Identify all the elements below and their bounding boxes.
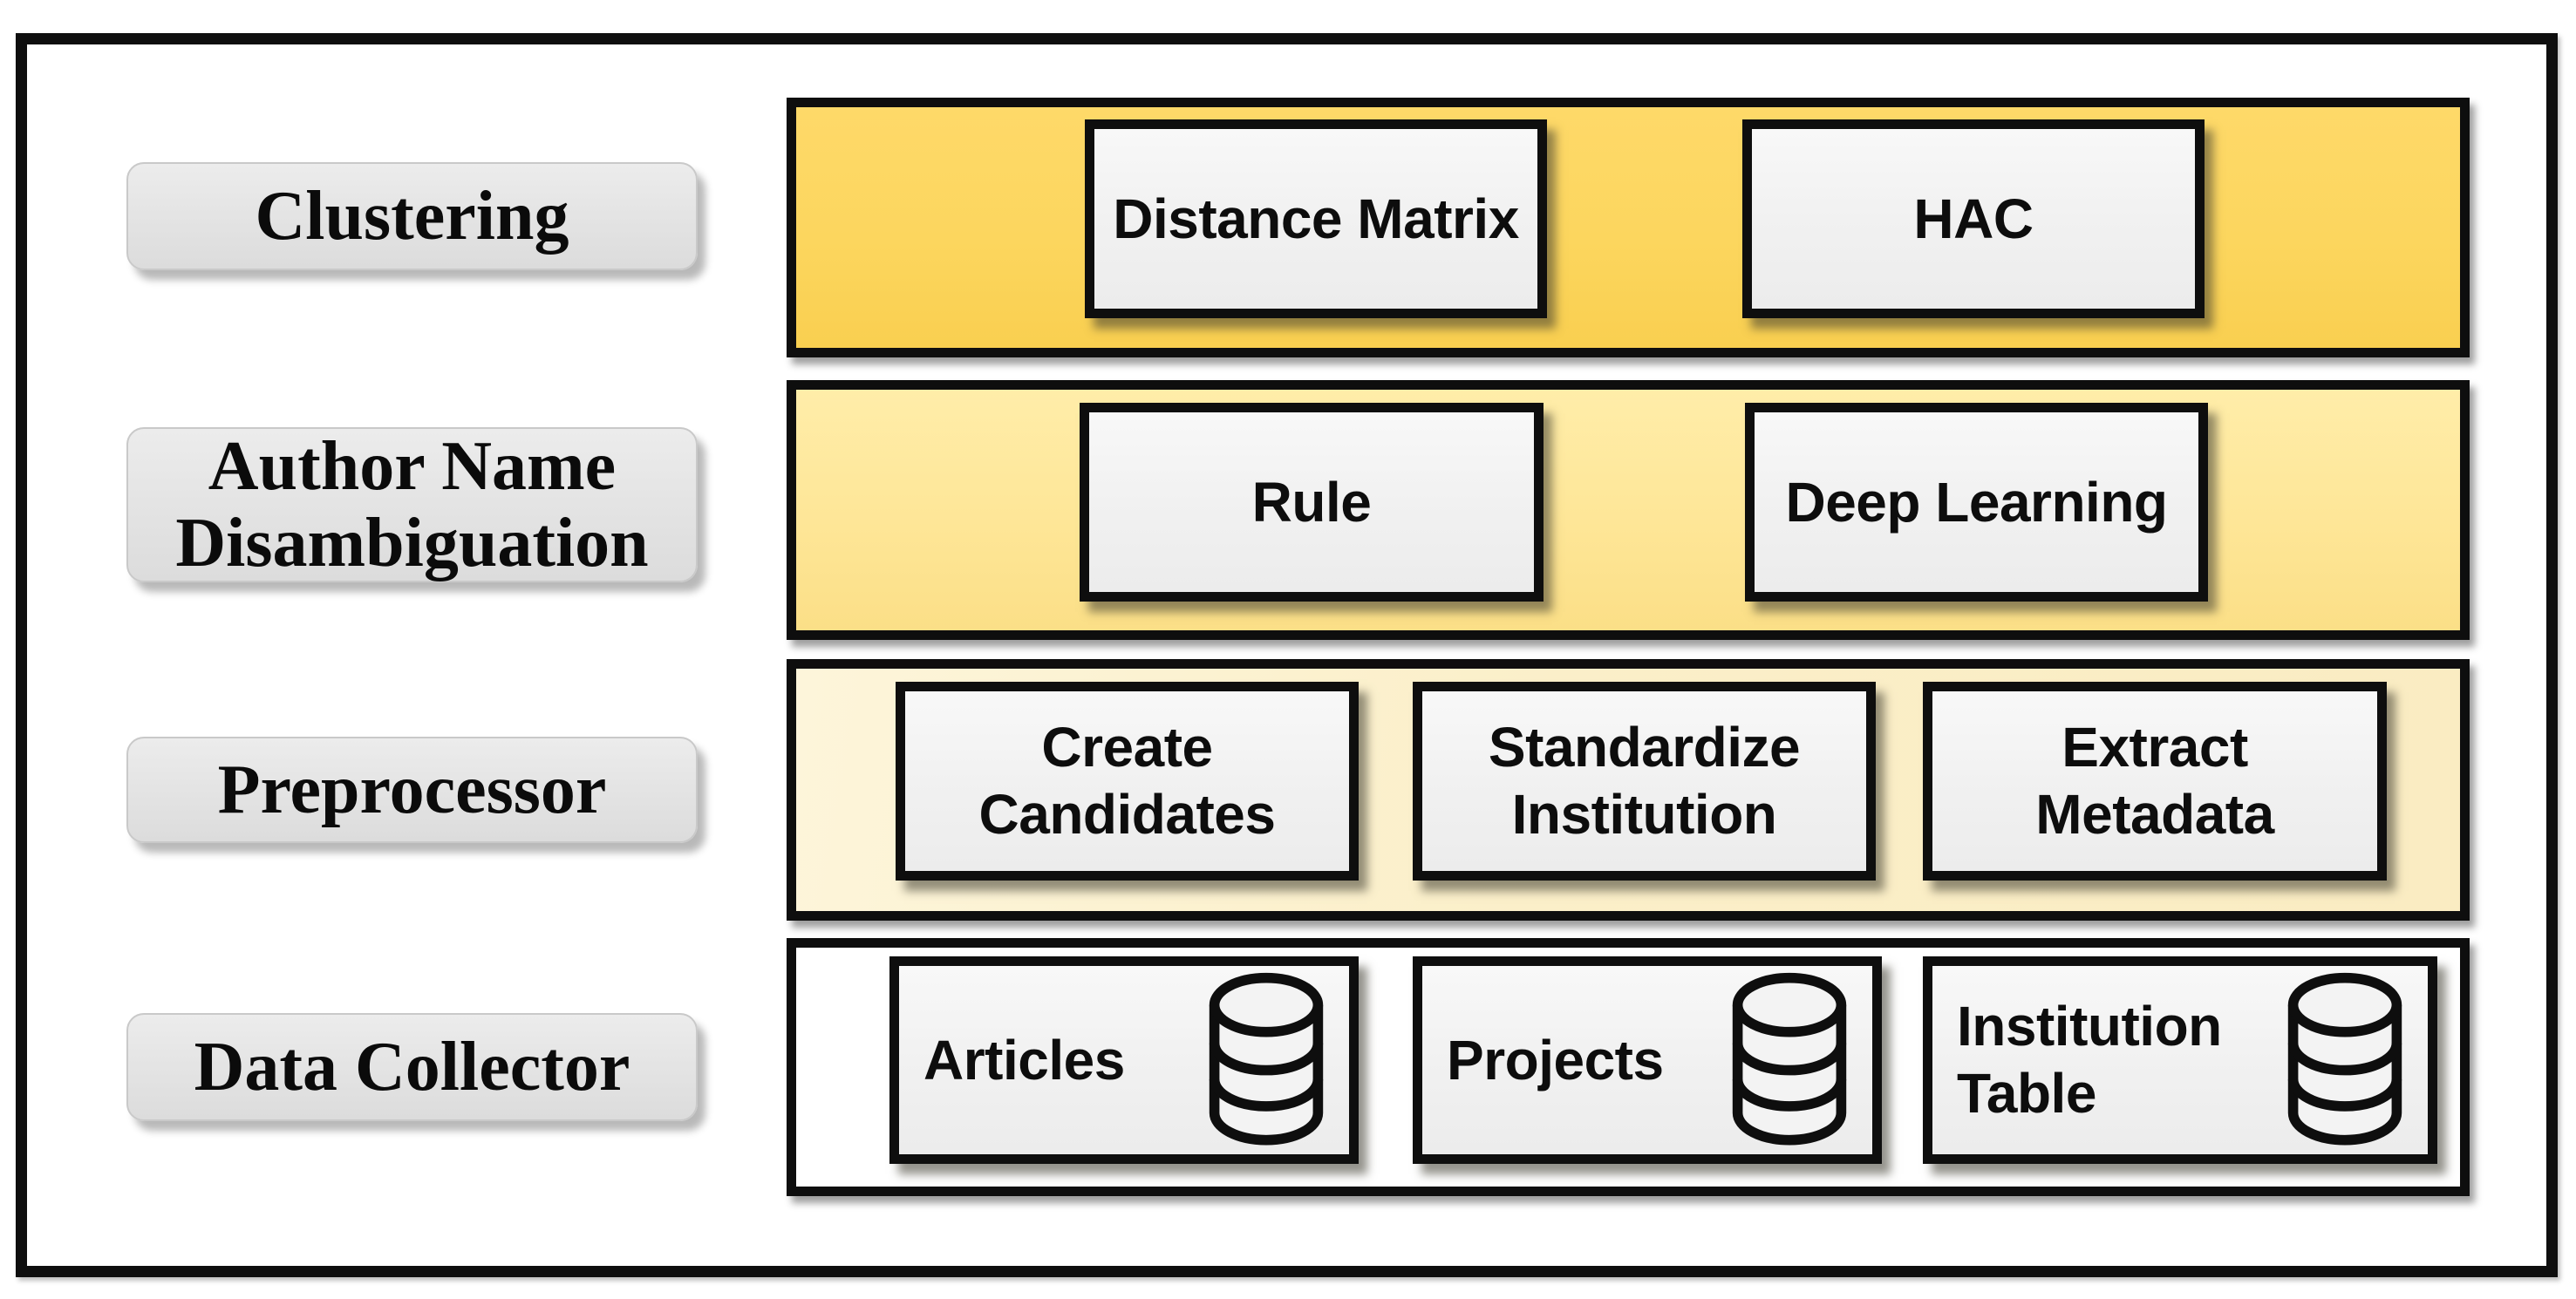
layer-label-text: Clustering — [255, 178, 569, 255]
layer-label-text: Preprocessor — [217, 752, 607, 828]
box-projects: Projects — [1413, 956, 1882, 1164]
box-label: HAC — [1913, 187, 2034, 250]
box-label: Distance Matrix — [1113, 187, 1519, 250]
box-label: Institution Table — [1957, 995, 2222, 1125]
layer-label-preprocessor: Preprocessor — [126, 737, 698, 843]
box-label: Create Candidates — [978, 716, 1276, 846]
layer-label-data-collector: Data Collector — [126, 1013, 698, 1121]
box-label: Standardize Institution — [1488, 716, 1801, 846]
box-label: Deep Learning — [1785, 470, 2168, 534]
layer-label-text: Data Collector — [194, 1029, 630, 1105]
database-icon — [1209, 972, 1324, 1146]
box-rule: Rule — [1080, 403, 1544, 602]
box-label: Articles — [923, 1028, 1125, 1092]
box-label: Extract Metadata — [2035, 716, 2274, 846]
box-deep-learning: Deep Learning — [1745, 403, 2208, 602]
database-icon — [1732, 972, 1847, 1146]
box-distance-matrix: Distance Matrix — [1085, 119, 1547, 318]
box-label: Rule — [1251, 470, 1372, 534]
layer-label-clustering: Clustering — [126, 162, 698, 270]
box-extract-metadata: Extract Metadata — [1923, 682, 2387, 881]
layer-label-author-name-disambiguation: Author Name Disambiguation — [126, 427, 698, 582]
box-hac: HAC — [1742, 119, 2205, 318]
box-institution-table: Institution Table — [1923, 956, 2437, 1164]
box-label: Projects — [1447, 1028, 1664, 1092]
box-articles: Articles — [889, 956, 1359, 1164]
layer-band-author-name-disambiguation — [787, 380, 2470, 640]
box-create-candidates: Create Candidates — [896, 682, 1359, 881]
layer-label-text: Author Name Disambiguation — [175, 428, 649, 581]
layer-band-clustering — [787, 98, 2470, 357]
database-icon — [2287, 972, 2402, 1146]
box-standardize-institution: Standardize Institution — [1413, 682, 1876, 881]
